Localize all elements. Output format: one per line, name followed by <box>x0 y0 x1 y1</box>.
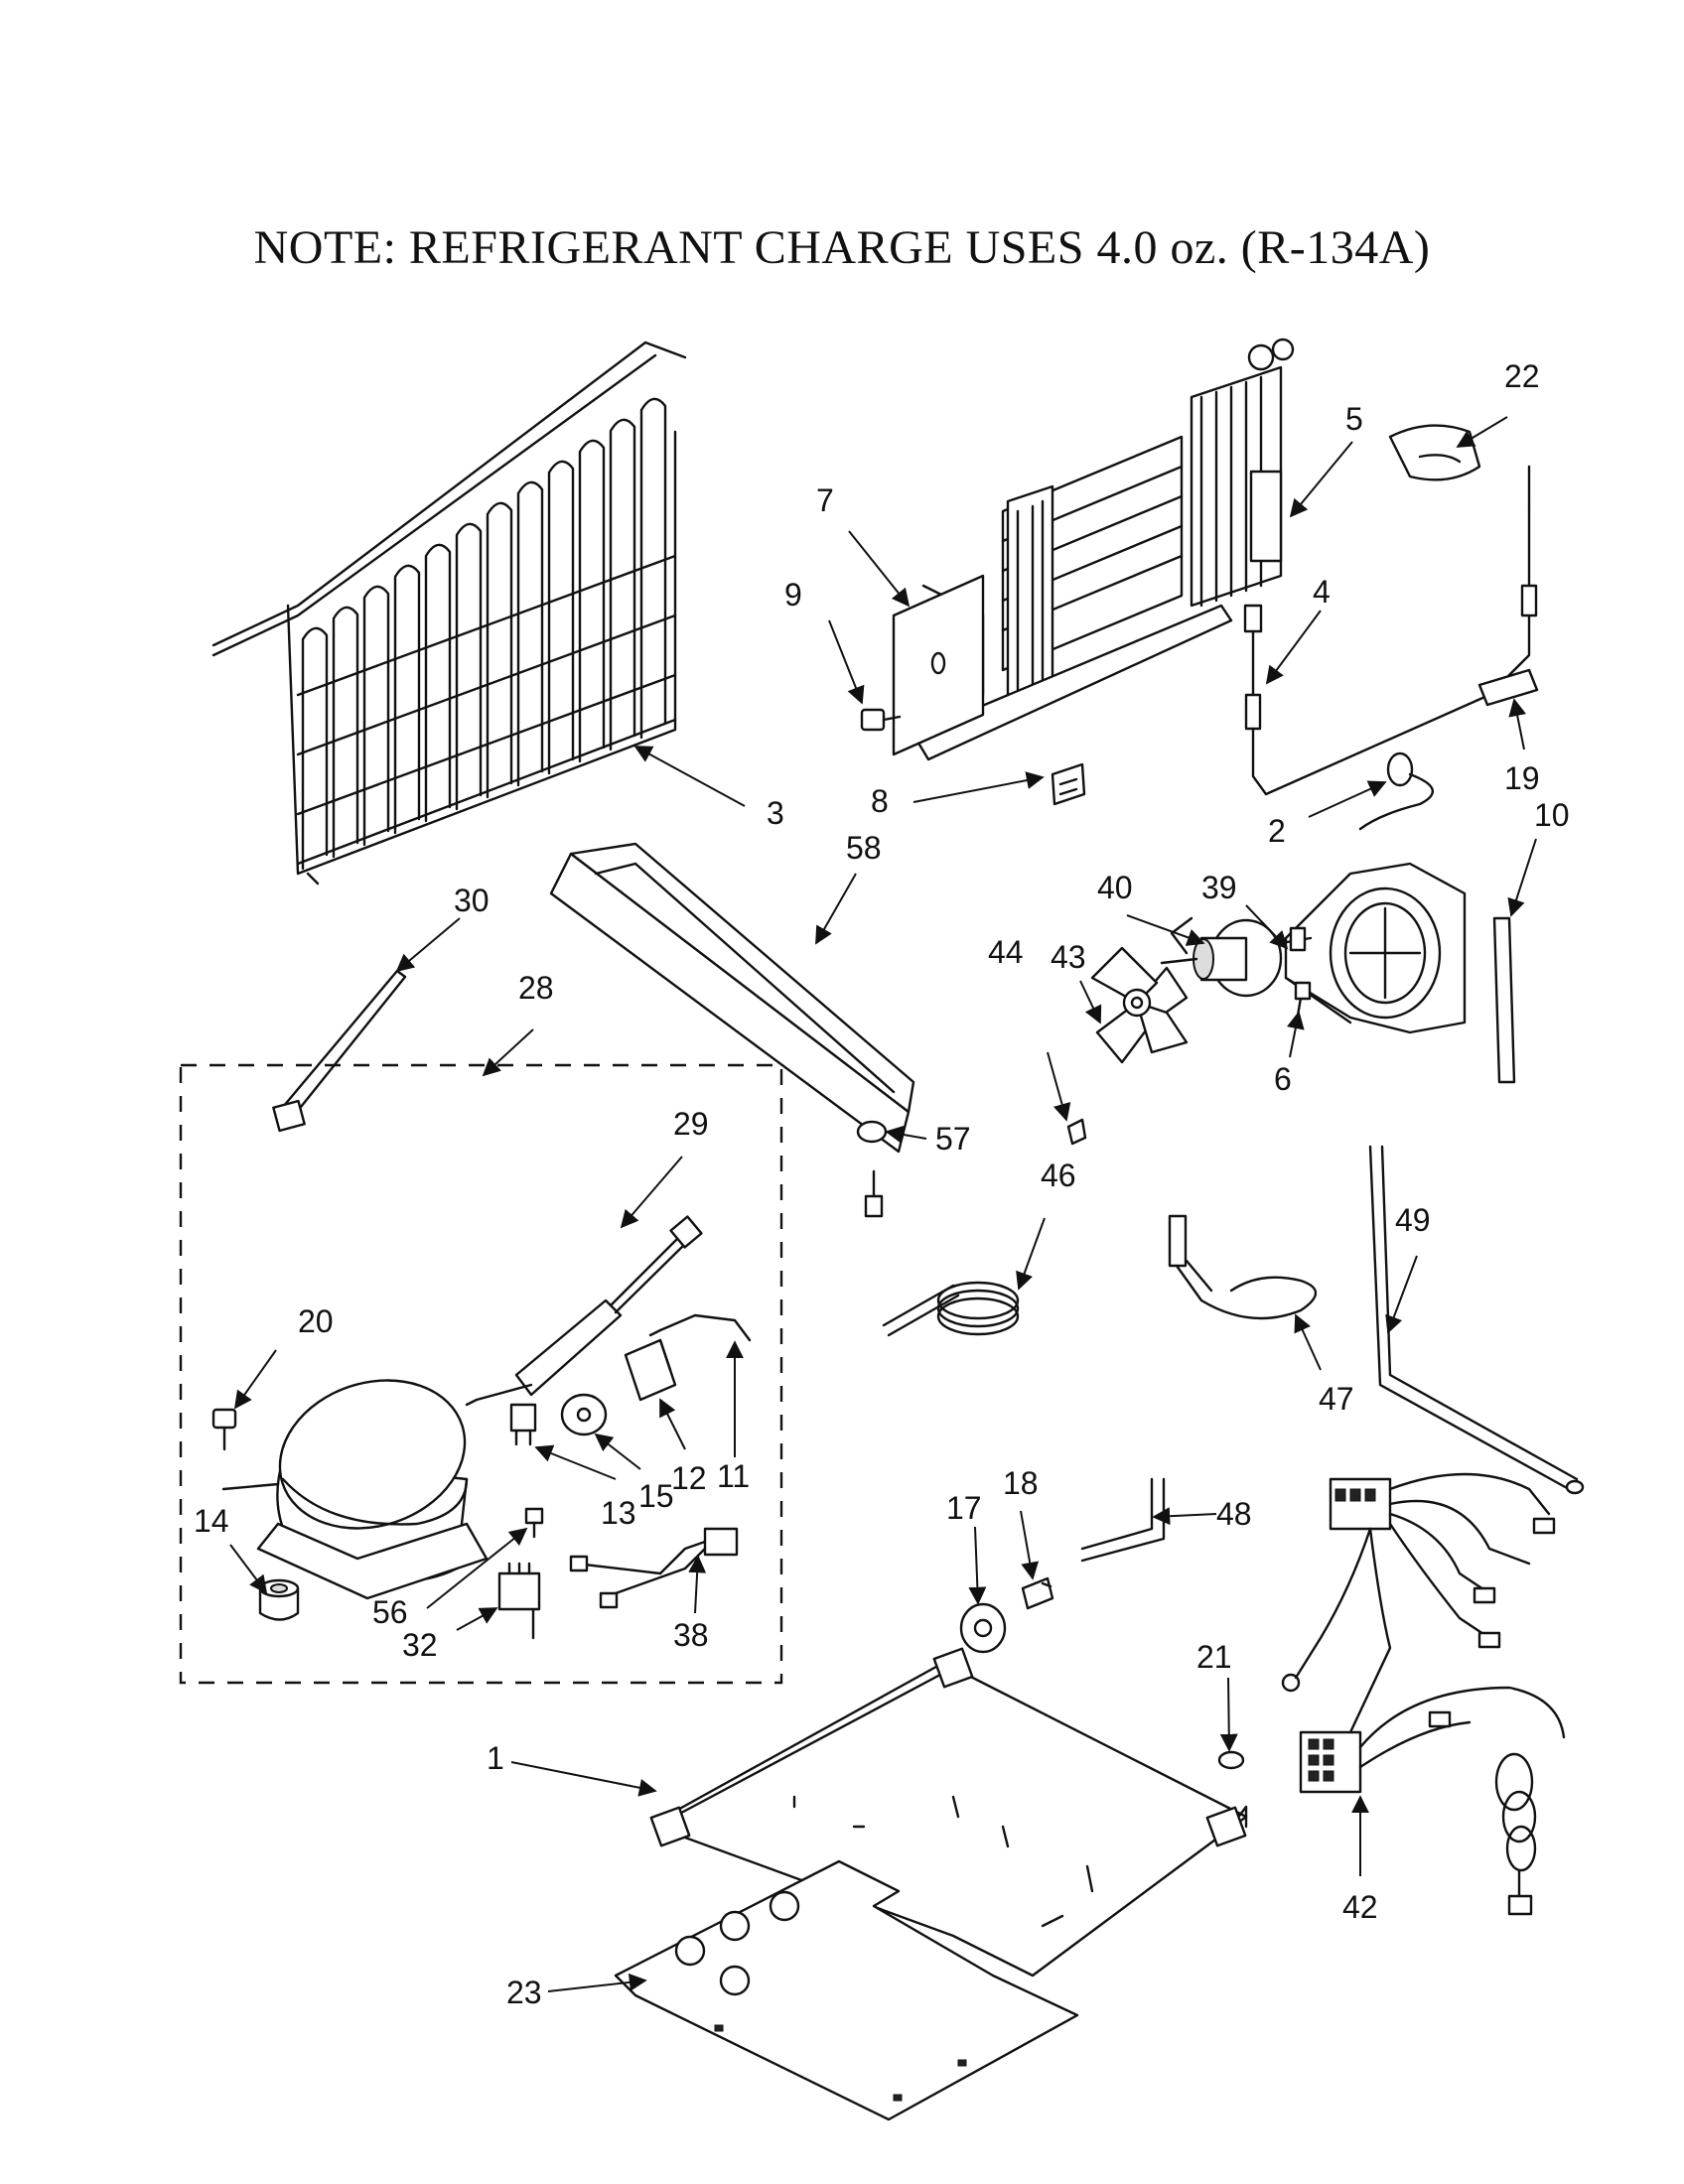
callout-58: 58 <box>846 830 882 866</box>
callout-28: 28 <box>518 970 554 1006</box>
callout-40: 40 <box>1097 870 1133 905</box>
blade-clip-44 <box>1066 1118 1087 1146</box>
callout-6: 6 <box>1274 1061 1292 1097</box>
fan-blade-43 <box>1090 946 1189 1064</box>
callout-49: 49 <box>1395 1202 1431 1238</box>
callout-13: 13 <box>601 1495 636 1531</box>
callout-17: 17 <box>946 1490 982 1526</box>
callout-8: 8 <box>871 783 889 819</box>
callout-2: 2 <box>1268 813 1286 849</box>
thermostat-cover-22 <box>1388 424 1481 481</box>
coil-loop <box>424 543 452 823</box>
start-relay-13 <box>509 1403 537 1446</box>
coil-loop <box>639 397 667 740</box>
callout-7: 7 <box>816 482 834 518</box>
callout-32: 32 <box>402 1627 438 1663</box>
coil-loop <box>609 418 636 751</box>
screw-9 <box>860 708 902 732</box>
callout-labels: 22 5 7 9 4 3 8 19 2 10 58 30 39 40 43 44… <box>194 358 1570 2010</box>
callout-1: 1 <box>487 1740 504 1776</box>
evaporator <box>912 338 1295 761</box>
callout-18: 18 <box>1003 1465 1039 1501</box>
callout-38: 38 <box>673 1617 709 1653</box>
tube-48 <box>1080 1477 1166 1563</box>
defrost-heater-wire <box>1243 465 1538 796</box>
coil-loop <box>393 564 421 835</box>
thermistor-2 <box>1358 751 1434 831</box>
compressor-kit-boundary <box>179 1063 783 1685</box>
tube-47 <box>1168 1214 1318 1320</box>
callout-22: 22 <box>1504 358 1540 394</box>
coil-loop <box>455 522 483 811</box>
axle-18 <box>1021 1576 1054 1610</box>
screw-20 <box>211 1408 237 1451</box>
grommet-14 <box>258 1578 300 1621</box>
callout-15: 15 <box>638 1478 674 1514</box>
callout-56: 56 <box>372 1594 408 1630</box>
cable-tie-30 <box>272 969 407 1133</box>
callout-12: 12 <box>671 1460 707 1496</box>
drain-trough-58 <box>549 842 915 1154</box>
callout-47: 47 <box>1319 1381 1354 1417</box>
condenser-coil <box>211 341 687 886</box>
callout-10: 10 <box>1534 797 1570 833</box>
fan-motor-40 <box>1160 916 1313 998</box>
callout-20: 20 <box>298 1303 334 1339</box>
clip-21 <box>1217 1750 1245 1770</box>
screw-56 <box>524 1507 544 1539</box>
coil-loop <box>547 460 575 775</box>
callout-3: 3 <box>767 795 784 831</box>
bracket-8 <box>1051 762 1086 806</box>
callout-19: 19 <box>1504 760 1540 796</box>
coil-loop <box>332 606 359 859</box>
callout-14: 14 <box>194 1503 229 1539</box>
callout-42: 42 <box>1342 1889 1378 1925</box>
insulation-pad-23 <box>614 1859 1079 2121</box>
seal-strip-10 <box>1492 916 1516 1084</box>
callout-29: 29 <box>673 1106 709 1142</box>
roller-17 <box>959 1602 1007 1654</box>
coil-loop <box>362 585 390 847</box>
relay-15 <box>560 1393 608 1436</box>
evaporator-bracket <box>892 574 985 756</box>
coil-loop <box>301 626 329 871</box>
wiring-harness-42 <box>1281 1472 1566 1916</box>
callout-30: 30 <box>454 883 490 918</box>
coil-loop <box>516 480 544 787</box>
harness-38 <box>569 1527 739 1609</box>
callout-4: 4 <box>1313 574 1331 610</box>
drier-29 <box>465 1215 703 1407</box>
fan-shroud-39 <box>1284 862 1467 1034</box>
callout-39: 39 <box>1201 870 1237 905</box>
clip-19 <box>1477 668 1539 707</box>
callout-43: 43 <box>1051 939 1086 975</box>
callout-46: 46 <box>1041 1158 1076 1193</box>
coil-loop <box>578 439 606 763</box>
tube-46 <box>882 1281 1020 1337</box>
callout-44: 44 <box>988 934 1024 970</box>
coil-loop <box>486 501 513 799</box>
callout-11: 11 <box>717 1458 750 1494</box>
leader-lines <box>229 416 1537 1992</box>
base-pan-1 <box>649 1647 1248 1978</box>
refrigerant-note: NOTE: REFRIGERANT CHARGE USES 4.0 oz. (R… <box>253 221 1431 274</box>
screw-57 <box>864 1169 884 1218</box>
callout-57: 57 <box>935 1121 971 1157</box>
overload-12 <box>624 1338 677 1402</box>
callout-9: 9 <box>784 577 802 613</box>
callout-5: 5 <box>1345 401 1363 437</box>
tube-49 <box>1368 1145 1585 1495</box>
callout-23: 23 <box>506 1975 542 2010</box>
capacitor-32 <box>497 1562 541 1640</box>
callout-48: 48 <box>1216 1496 1252 1532</box>
wire-11 <box>648 1313 752 1342</box>
callout-21: 21 <box>1196 1639 1232 1675</box>
compressor <box>221 1379 489 1600</box>
